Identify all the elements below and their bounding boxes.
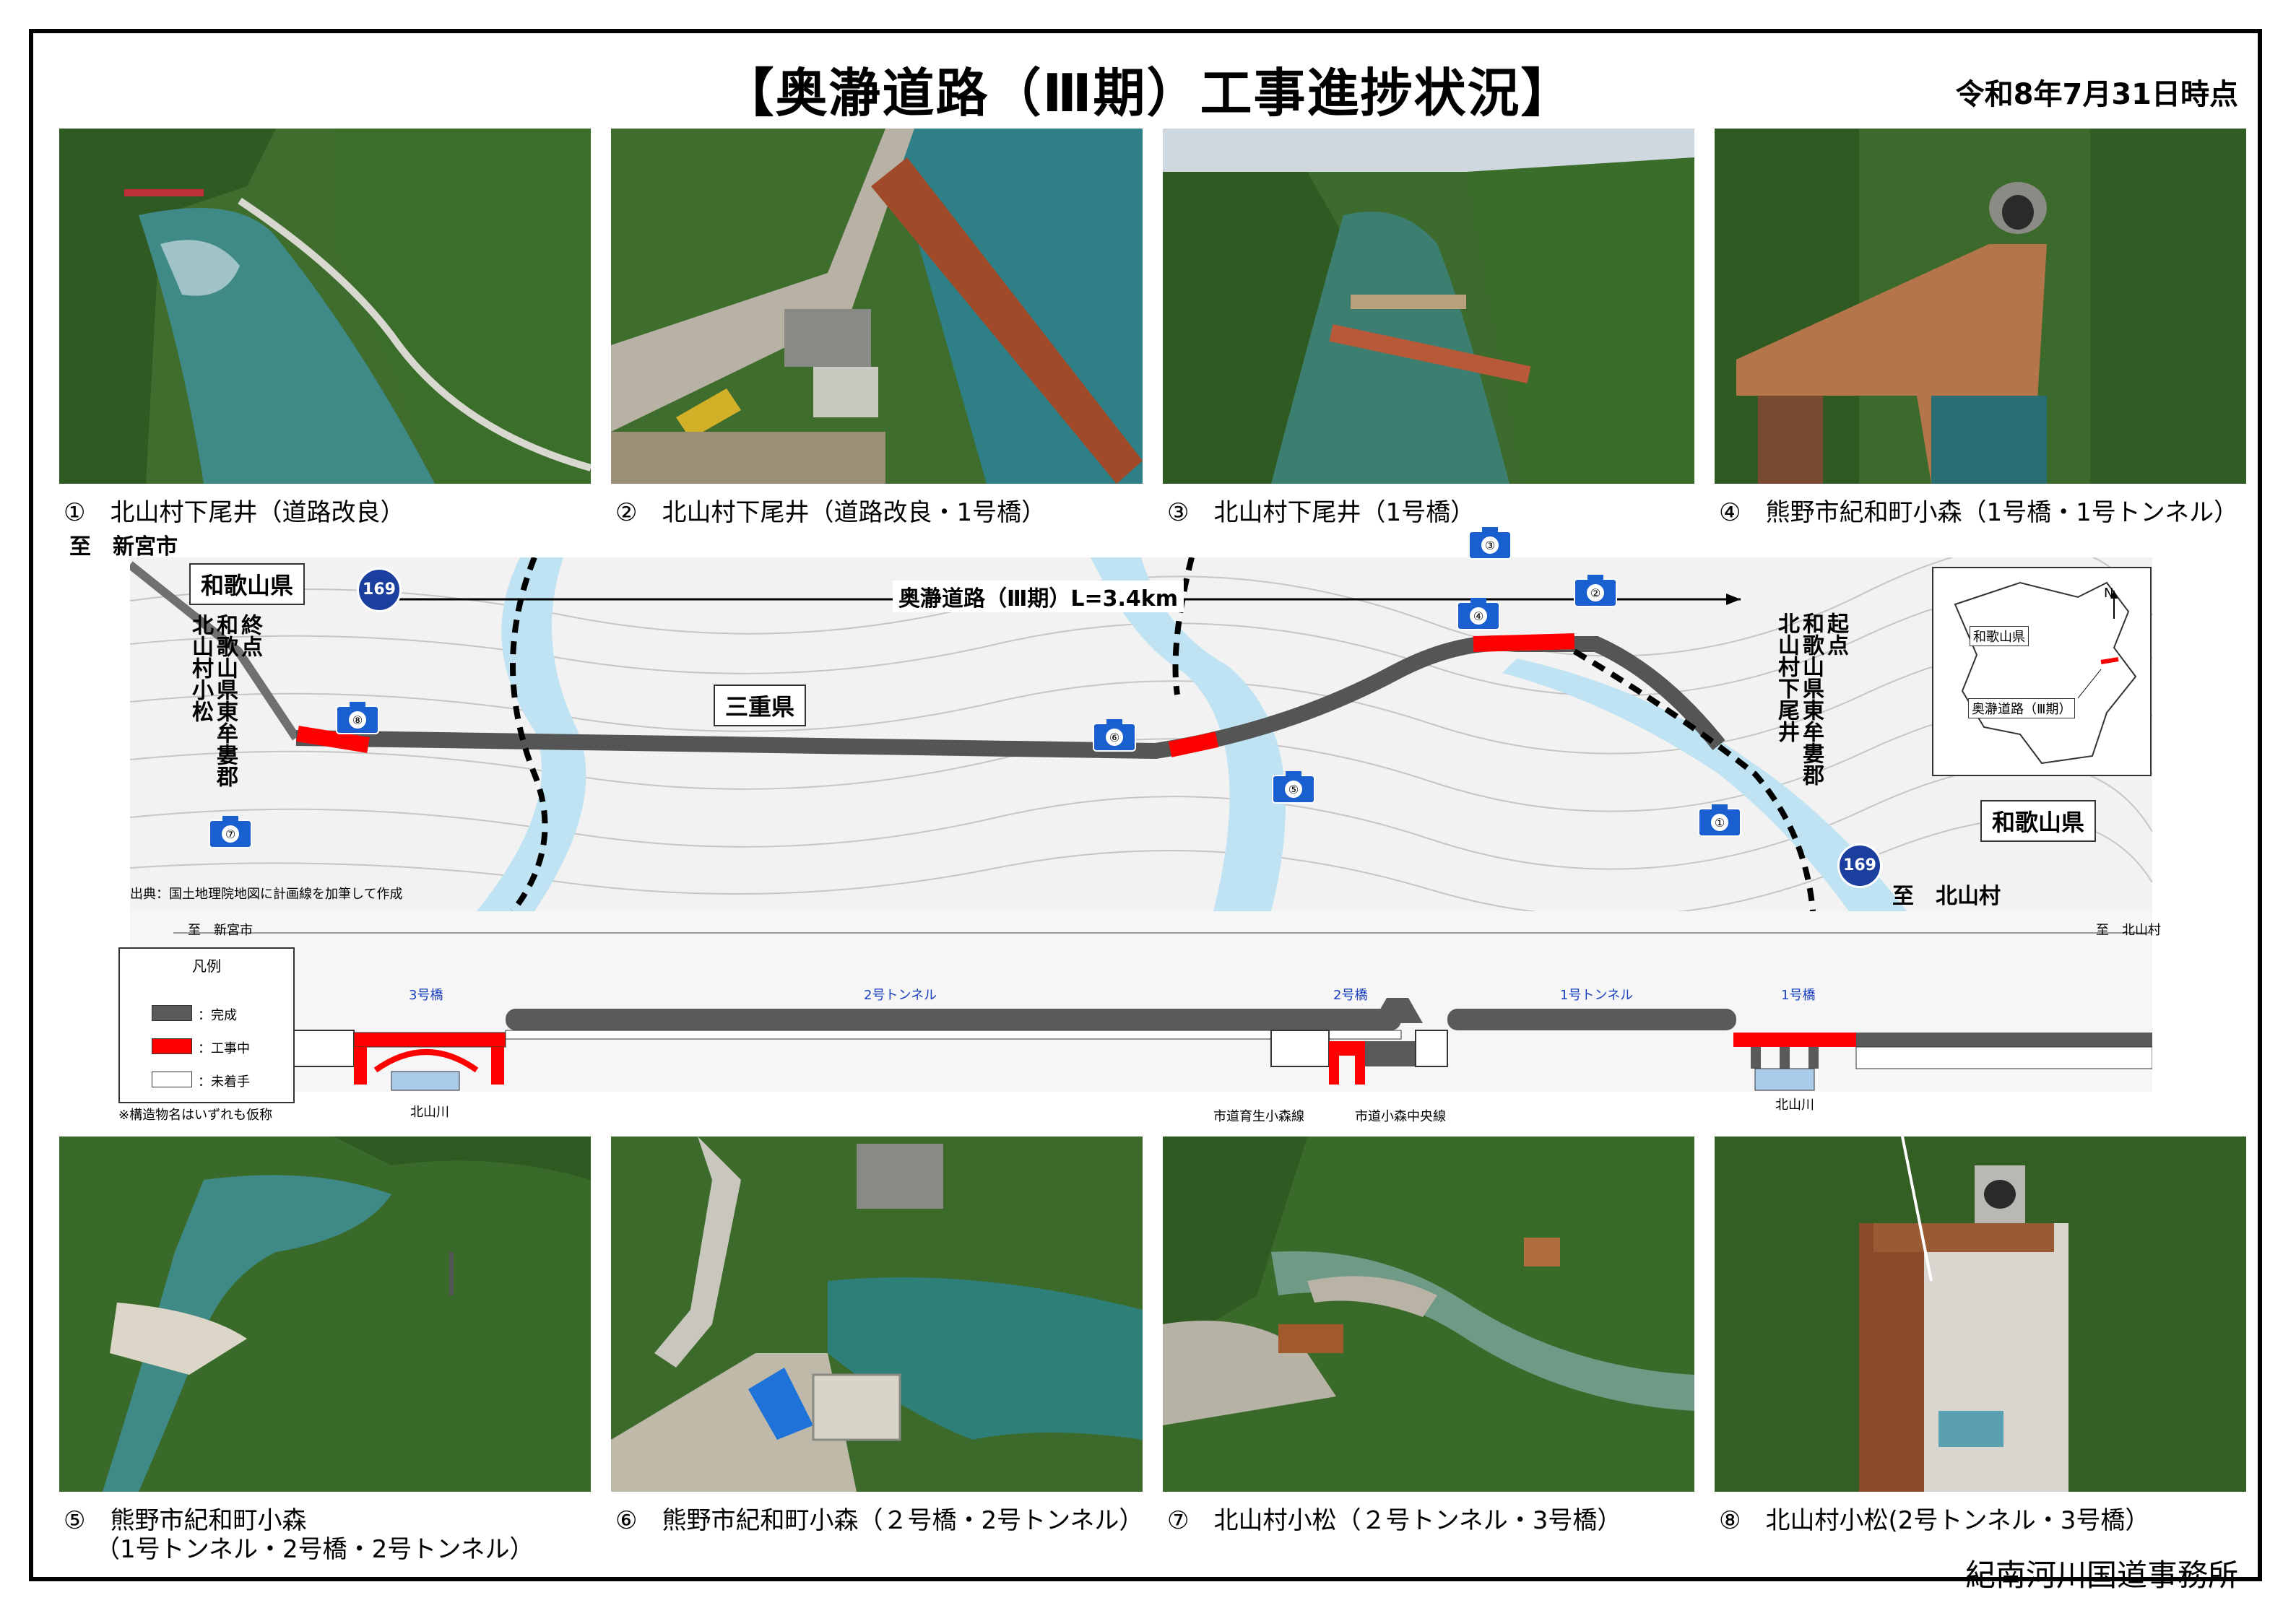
legend-label-notyet: ：未着手 bbox=[198, 1074, 250, 1090]
camera-marker-8: ⑧ bbox=[335, 700, 380, 735]
legend: 凡例 ：完成 ：工事中 ：未着手 bbox=[118, 947, 295, 1103]
end-point-place: 和歌山県東牟婁郡 bbox=[212, 614, 238, 787]
road-profile-diagram bbox=[130, 911, 2152, 1092]
inset-locator-map: N 和歌山県 奥瀞道路（Ⅲ期） bbox=[1932, 567, 2152, 776]
camera-6-number: ⑥ bbox=[1109, 731, 1119, 744]
profile-river-left: 北山川 bbox=[410, 1105, 449, 1120]
photo-5-caption: ⑤ 熊野市紀和町小森 bbox=[64, 1506, 307, 1535]
pref-wakayama-left: 和歌山県 bbox=[189, 563, 306, 605]
camera-marker-1: ① bbox=[1697, 803, 1742, 838]
photo-4 bbox=[1715, 129, 2246, 484]
camera-marker-2: ② bbox=[1573, 573, 1618, 608]
road-length-label: 奥瀞道路（Ⅲ期）L=3.4km bbox=[893, 581, 1184, 612]
photo-5-caption-line2: （1号トンネル・2号橋・2号トンネル） bbox=[95, 1535, 534, 1564]
profile-road-a: 市道育生小森線 bbox=[1213, 1109, 1304, 1124]
photo-2 bbox=[611, 129, 1143, 484]
page-title: 【奥瀞道路（Ⅲ期）工事進捗状況】 bbox=[722, 63, 1574, 123]
pref-mie: 三重県 bbox=[714, 685, 807, 726]
photo-8-caption: ⑧ 北山村小松(2号トンネル・3号橋） bbox=[1719, 1506, 2150, 1535]
camera-7-number: ⑦ bbox=[225, 827, 235, 841]
photo-3-caption: ③ 北山村下尾井（1号橋） bbox=[1167, 498, 1476, 527]
office-name: 紀南河川国道事務所 bbox=[1964, 1557, 2238, 1593]
legend-label-done: ：完成 bbox=[198, 1008, 237, 1023]
profile-to-shingu: 至 新宮市 bbox=[188, 923, 253, 938]
profile-road-b: 市道小森中央線 bbox=[1355, 1109, 1446, 1124]
photo-6-caption: ⑥ 熊野市紀和町小森（２号橋・2号トンネル） bbox=[615, 1506, 1144, 1535]
photo-6 bbox=[611, 1137, 1143, 1492]
profile-river-right: 北山川 bbox=[1775, 1098, 1814, 1113]
start-point-place: 和歌山県東牟婁郡 bbox=[1798, 612, 1824, 786]
legend-swatch-done bbox=[152, 1005, 192, 1021]
photo-7-caption: ⑦ 北山村小松（２号トンネル・3号橋） bbox=[1167, 1506, 1622, 1535]
inset-wakayama-label: 和歌山県 bbox=[1970, 626, 2029, 646]
camera-marker-5: ⑤ bbox=[1271, 770, 1316, 804]
photo-1-caption: ① 北山村下尾井（道路改良） bbox=[64, 498, 405, 527]
map-to-kitayama: 至 北山村 bbox=[1892, 884, 2001, 909]
pref-wakayama-right: 和歌山県 bbox=[1980, 800, 2097, 842]
photo-5 bbox=[59, 1137, 591, 1492]
map-to-shingu: 至 新宮市 bbox=[69, 534, 178, 560]
route-map bbox=[130, 557, 2152, 911]
camera-marker-7: ⑦ bbox=[208, 814, 253, 849]
photo-2-caption: ② 北山村下尾井（道路改良・1号橋） bbox=[615, 498, 1047, 527]
profile-bridge-1-label: 1号橋 bbox=[1781, 988, 1816, 1003]
route-169-shield-left: 169 bbox=[357, 568, 402, 612]
camera-marker-6: ⑥ bbox=[1092, 718, 1137, 752]
legend-note: ※構造物名はいずれも仮称 bbox=[118, 1108, 273, 1123]
start-point-place2: 北山村下尾井 bbox=[1774, 612, 1799, 742]
camera-1-number: ① bbox=[1715, 816, 1725, 830]
end-point-label: 終点 bbox=[237, 614, 262, 657]
camera-marker-3: ③ bbox=[1468, 526, 1512, 560]
start-point-label: 起点 bbox=[1823, 612, 1848, 656]
photo-4-caption: ④ 熊野市紀和町小森（1号橋・1号トンネル） bbox=[1719, 498, 2239, 527]
camera-2-number: ② bbox=[1590, 586, 1600, 600]
camera-4-number: ④ bbox=[1473, 609, 1483, 623]
end-point-place2: 北山村小松 bbox=[188, 614, 213, 722]
camera-3-number: ③ bbox=[1485, 539, 1495, 552]
profile-tunnel-1-label: 1号トンネル bbox=[1560, 988, 1634, 1003]
photo-1 bbox=[59, 129, 591, 484]
camera-marker-4: ④ bbox=[1456, 596, 1501, 631]
profile-bridge-3-label: 3号橋 bbox=[409, 988, 443, 1003]
page-frame bbox=[29, 29, 2262, 1581]
camera-8-number: ⑧ bbox=[352, 713, 363, 727]
profile-to-kitayama: 至 北山村 bbox=[2096, 923, 2161, 938]
as-of-date: 令和8年7月31日時点 bbox=[1955, 78, 2238, 111]
legend-label-wip: ：工事中 bbox=[198, 1041, 250, 1056]
route-169-shield-right: 169 bbox=[1837, 843, 1882, 888]
photo-3 bbox=[1163, 129, 1694, 484]
inset-north-label: N bbox=[2104, 586, 2114, 601]
profile-bridge-2-label: 2号橋 bbox=[1333, 988, 1368, 1003]
camera-5-number: ⑤ bbox=[1288, 783, 1299, 796]
map-source: 出典：国土地理院地図に計画線を加筆して作成 bbox=[130, 887, 403, 902]
legend-swatch-notyet bbox=[152, 1072, 192, 1087]
inset-road-label: 奥瀞道路（Ⅲ期） bbox=[1968, 698, 2076, 718]
legend-title: 凡例 bbox=[192, 957, 221, 975]
photo-8 bbox=[1715, 1137, 2246, 1492]
profile-tunnel-2-label: 2号トンネル bbox=[864, 988, 937, 1003]
photo-7 bbox=[1163, 1137, 1694, 1492]
legend-swatch-wip bbox=[152, 1038, 192, 1054]
